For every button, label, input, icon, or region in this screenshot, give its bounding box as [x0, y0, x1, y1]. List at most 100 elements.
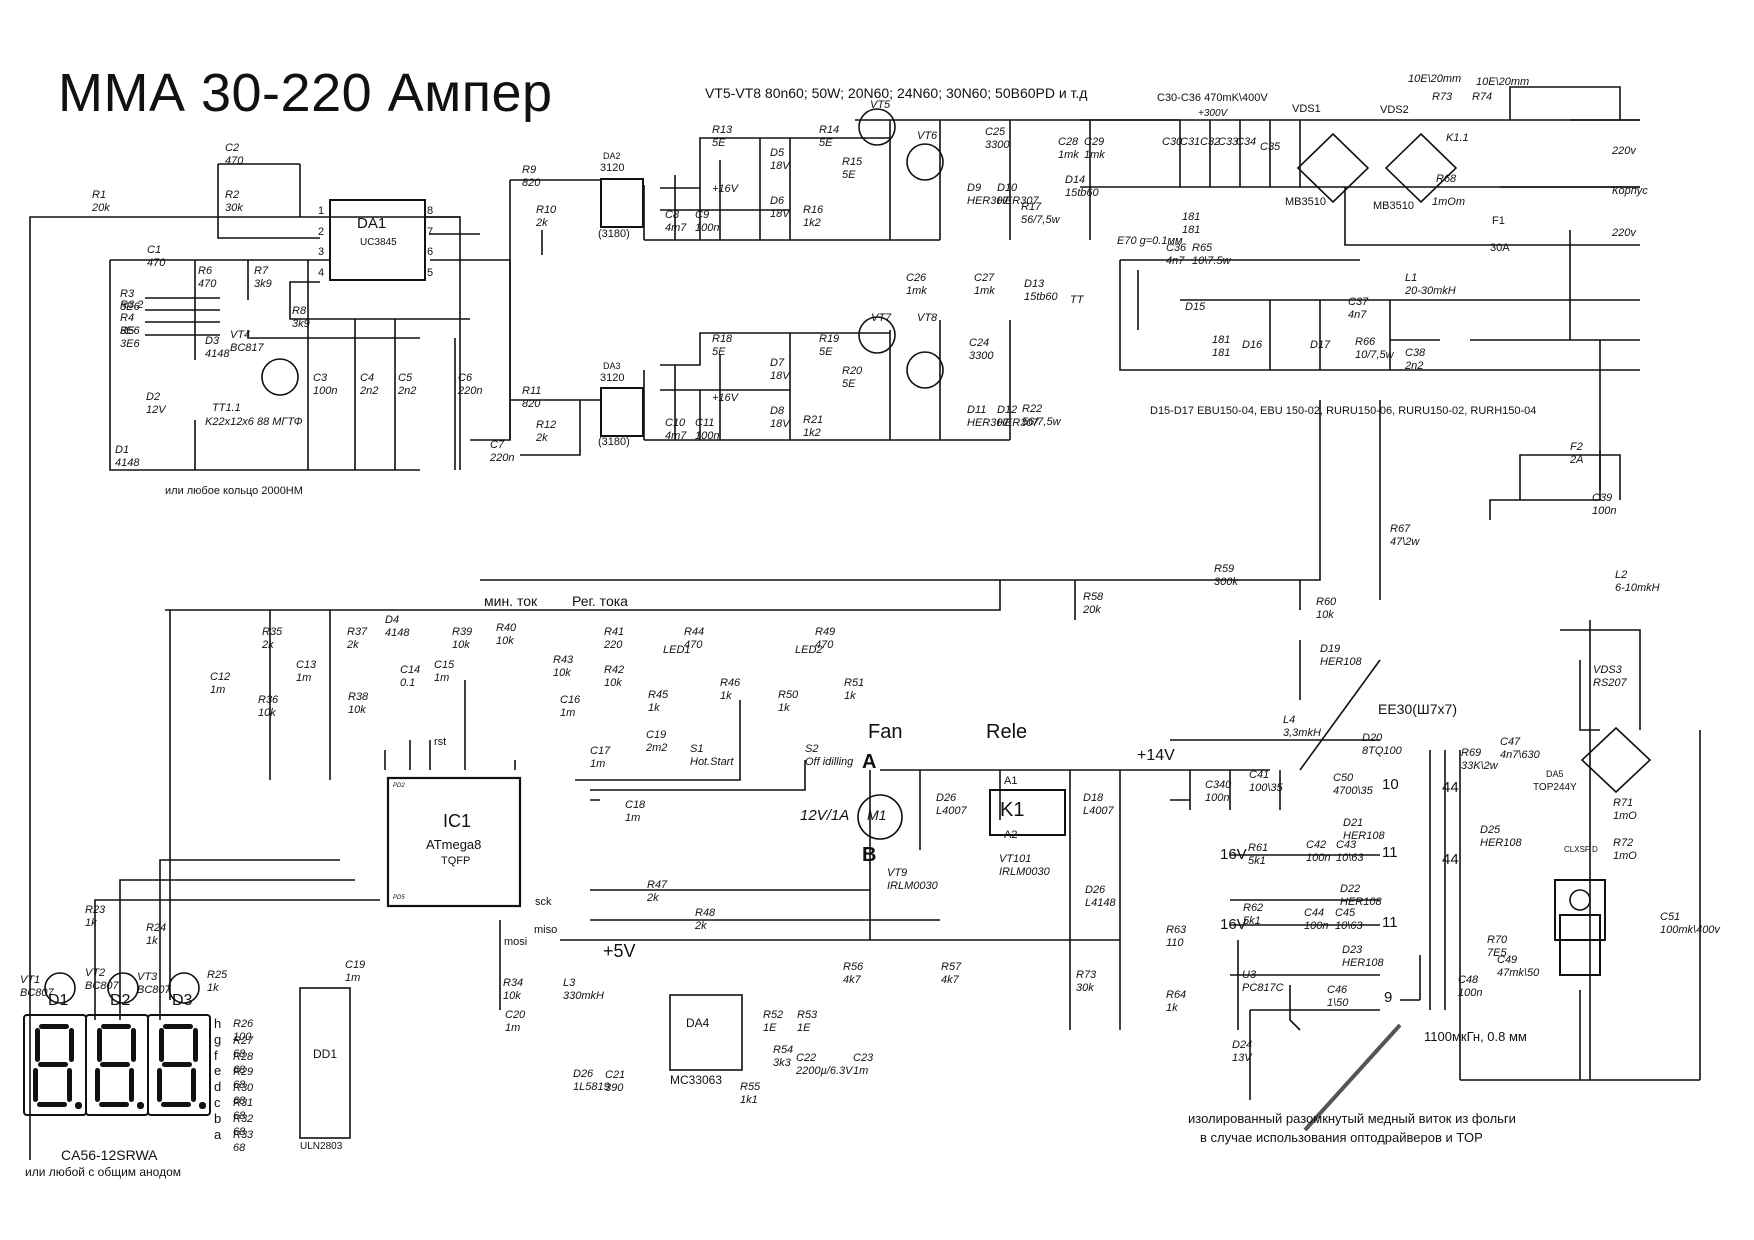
component-value: 10k — [553, 667, 571, 679]
component-ref: R43 — [553, 654, 574, 666]
component-value: 15tb60 — [1065, 187, 1099, 199]
component-ref: D8 — [770, 405, 785, 417]
component-ref: R8 — [292, 305, 307, 317]
component-ref: C3 — [313, 372, 328, 384]
display-note: или любой с общим анодом — [25, 1165, 182, 1179]
component-ref: R44 — [684, 626, 705, 638]
component-c34: C34 — [1236, 137, 1256, 148]
vds2-part: MB3510 — [1373, 200, 1414, 212]
component-value: 1m — [625, 812, 641, 824]
da3-chip — [600, 387, 644, 437]
component-value: L4148 — [1085, 897, 1116, 909]
component-ref: D19 — [1320, 643, 1341, 655]
component-ref: D18 — [1083, 792, 1104, 804]
component-ref: D16 — [1242, 339, 1263, 351]
component-value: 1mk — [974, 285, 995, 297]
component-ref: C16 — [560, 694, 581, 706]
component-ref: C44 — [1304, 907, 1325, 919]
digit-d1-ref: D1 — [48, 992, 69, 1009]
component-ref: R45 — [648, 689, 669, 701]
rail-14v-label: +14V — [1137, 747, 1175, 764]
component-value: HER108 — [1320, 656, 1362, 668]
component-value: 820 — [522, 177, 541, 189]
component-ref: C5 — [398, 372, 413, 384]
component-ref: R31 — [233, 1097, 254, 1109]
component-value: 2k — [647, 892, 659, 904]
component-ref: R61 — [1248, 842, 1269, 854]
segment-a — [163, 1024, 193, 1029]
component-value: 181 — [1212, 347, 1231, 359]
ic1-bottom-pins: PD5 — [393, 895, 405, 901]
r68-value: 1mOm — [1432, 196, 1465, 208]
component-value: 1mO — [1613, 850, 1637, 862]
segment-label-f: f — [214, 1047, 218, 1063]
component-ref: D1 — [115, 444, 130, 456]
component-value: 100n — [1304, 920, 1329, 932]
da1-pin: 6 — [427, 246, 434, 258]
component-ref: R64 — [1166, 989, 1187, 1001]
tt11-core-label: K22x12x6 88 МГТФ — [205, 416, 303, 428]
component-value: 4m7 — [665, 430, 687, 442]
component-ref: VT101 — [999, 853, 1032, 865]
component-value: 20-30mkH — [1405, 285, 1456, 297]
segment-d — [99, 1102, 129, 1107]
da1-pin: 2 — [318, 226, 325, 238]
component-c30: C30 — [1162, 137, 1182, 148]
component-value: BC807 — [20, 987, 54, 999]
component-value: 100 — [233, 1031, 252, 1043]
da1-pin: 4 — [318, 267, 325, 279]
component-ref: C31 — [1180, 136, 1201, 148]
component-value: 1m — [590, 758, 606, 770]
digit-d2-ref: D2 — [110, 992, 131, 1009]
component-tt: TT — [1070, 295, 1083, 306]
component-value: HER108 — [1340, 896, 1382, 908]
rele-label: Rele — [986, 721, 1028, 743]
component-ref: D23 — [1342, 944, 1363, 956]
component-ref: C41 — [1249, 769, 1270, 781]
component-ref: D3 — [205, 335, 220, 347]
seven-seg-digit-2 — [85, 1014, 149, 1116]
component-value: 1m — [210, 684, 226, 696]
component-ref: C51 — [1660, 911, 1681, 923]
component-ref: VT7 — [871, 312, 892, 324]
component-value: 18V — [770, 208, 790, 220]
component-ref: C49 — [1497, 954, 1518, 966]
tt11-label: TT1.1 — [212, 402, 241, 414]
ee30-core-label: EE30(Ш7x7) — [1378, 701, 1457, 717]
segment-g — [100, 1062, 130, 1067]
component-value: HER307 — [997, 195, 1039, 207]
component-value: 100n — [1306, 852, 1331, 864]
component-ref: C2 — [225, 142, 240, 154]
